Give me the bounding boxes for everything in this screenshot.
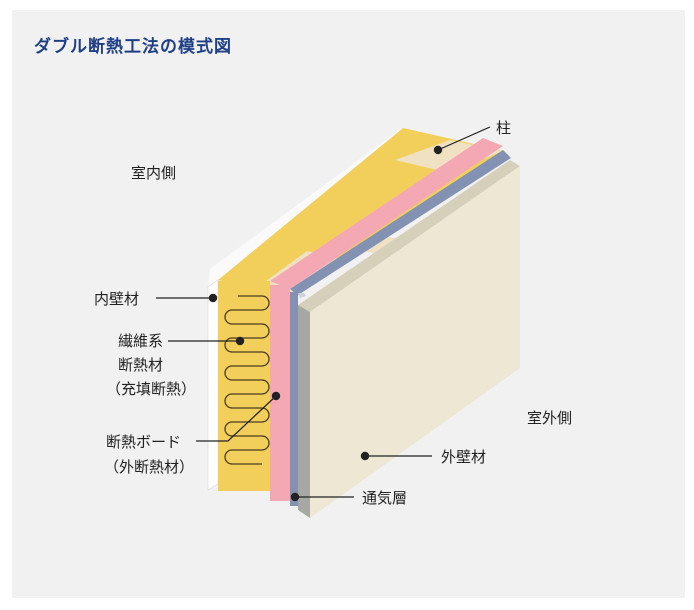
pillar-label: 柱 (496, 119, 512, 137)
inner-wall-label: 内壁材 (94, 290, 140, 308)
board-dot (271, 391, 281, 401)
inner-wall-front (207, 279, 219, 491)
fiber-insulation-pattern (224, 295, 270, 465)
board-insulation-top (270, 138, 503, 289)
board-insulation-line1: 断熱ボード (106, 433, 182, 451)
air-layer-label: 通気層 (362, 489, 408, 507)
board-insulation-front (270, 285, 290, 501)
insulation-top-face (218, 128, 505, 298)
air-layer-top (290, 150, 511, 295)
outer-wall-dot (360, 451, 370, 461)
pillar-leader (437, 126, 491, 151)
diagram-title: ダブル断熱工法の模式図 (34, 37, 232, 57)
air-layer-dot (290, 492, 300, 502)
fiber-insulation-line3: （充填断熱） (106, 380, 197, 398)
outer-wall-label: 外壁材 (441, 448, 487, 466)
furring-strip-1 (298, 293, 306, 298)
fiber-dot (235, 336, 245, 346)
pillar-dot (433, 145, 443, 155)
board-insulation-line2: （外断熱材） (104, 458, 195, 476)
inner-wall-top (208, 128, 402, 287)
air-layer-front (290, 292, 298, 506)
fiber-insulation-front (218, 281, 270, 491)
outer-wall-top (298, 160, 520, 312)
inner-wall-dot (208, 293, 218, 303)
fiber-insulation-line2: 断熱材 (118, 356, 164, 374)
outer-wall-edge (298, 305, 310, 518)
interior-side-label: 室内側 (131, 164, 177, 182)
board-leader (196, 395, 277, 442)
outer-wall-front (310, 166, 520, 518)
fiber-insulation-line1: 繊維系 (118, 332, 164, 350)
exterior-side-label: 室外側 (527, 409, 573, 427)
